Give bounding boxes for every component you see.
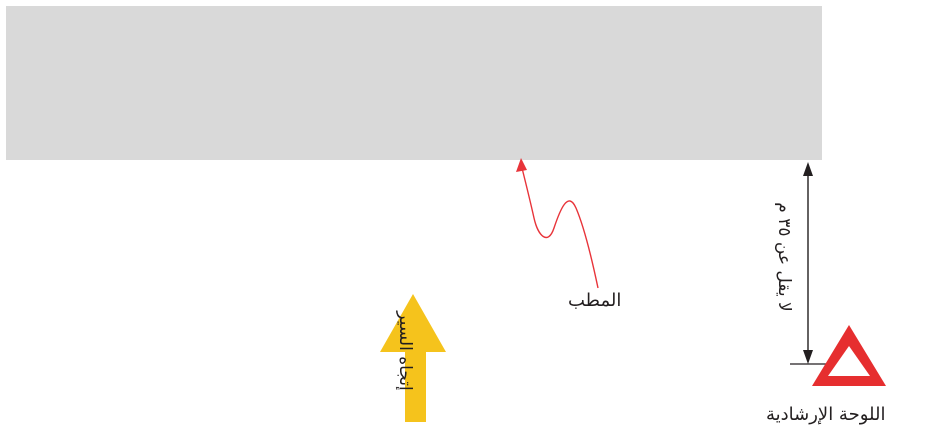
direction-label: إتجاه السير (395, 311, 415, 391)
curb-label: المطب (568, 290, 622, 311)
distance-label: لا يقل عن ٣٥ م (774, 202, 794, 312)
warning-triangle-inner (828, 346, 870, 376)
up-arrow-icon (380, 294, 446, 422)
dimension-arrowhead-top (803, 162, 813, 176)
curb-pointer-arrowhead (516, 158, 527, 172)
sign-label: اللوحة الإرشادية (766, 404, 886, 425)
road-area (6, 6, 822, 160)
curb-pointer-line (521, 167, 599, 289)
dimension-arrowhead-bottom (803, 350, 813, 364)
